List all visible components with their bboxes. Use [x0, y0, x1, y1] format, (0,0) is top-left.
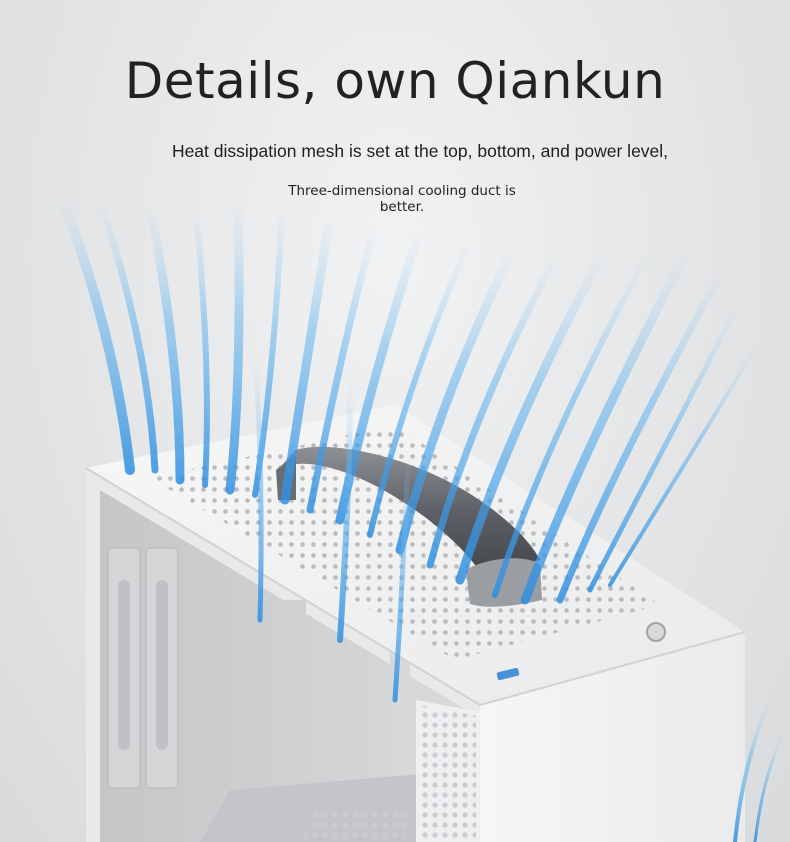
subline-mesh-description: Heat dissipation mesh is set at the top,…	[171, 141, 669, 161]
power-button	[646, 622, 666, 642]
headline: Details, own Qiankun	[124, 52, 666, 110]
subline-cooling-duct: Three-dimensional cooling duct is better…	[288, 183, 516, 215]
airflow-streams	[55, 190, 787, 842]
case-support-post	[282, 600, 306, 800]
usb-port	[496, 667, 520, 681]
